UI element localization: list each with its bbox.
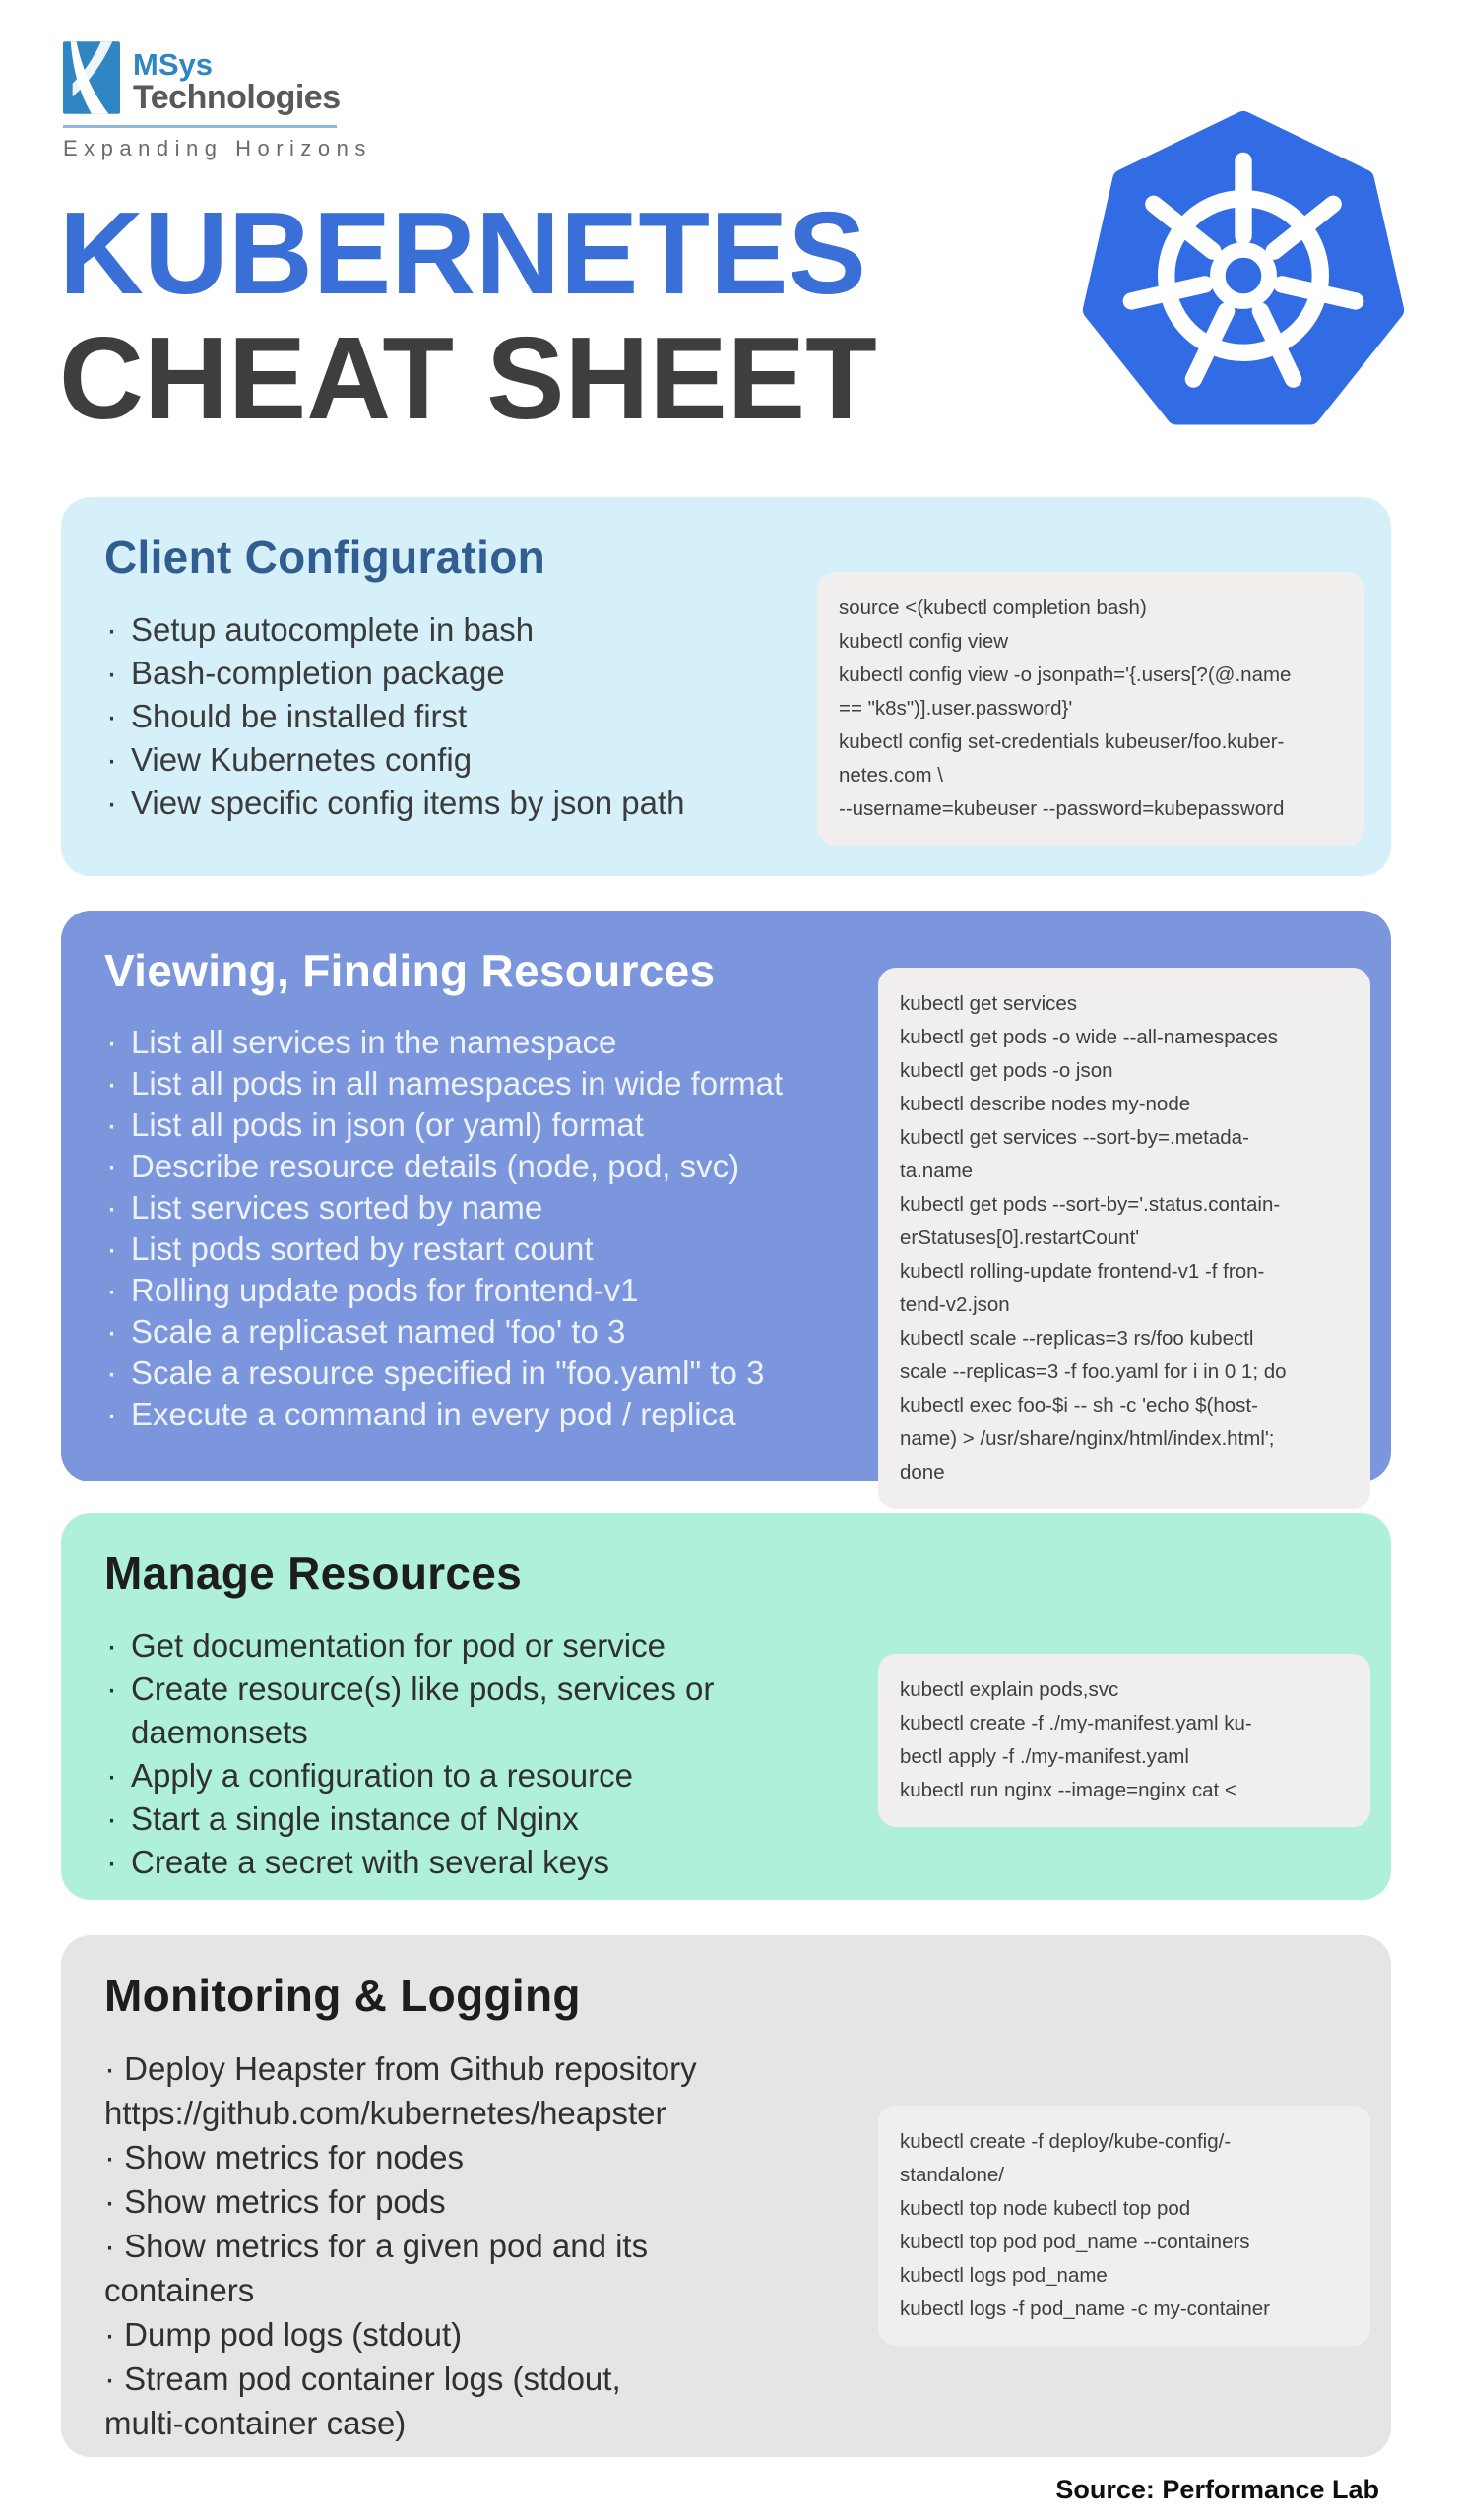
list-item: View specific config items by json path [104,782,1391,825]
list-item: Show metrics for a given pod and its con… [104,2224,1391,2312]
list-item: Should be installed first [104,695,1391,738]
page-title-line2: CHEAT SHEET [59,313,877,444]
sections-container: Client Configuration Setup autocomplete … [61,497,1391,2505]
section-title: Manage Resources [104,1547,523,1599]
code-block: kubectl create -f deploy/kube-config/- s… [878,2106,1370,2346]
company-name: MSys [133,47,213,82]
list-item: Show metrics for nodes [104,2135,1391,2179]
list-item: Create resource(s) like pods, services o… [104,1668,1391,1754]
list-item: List all pods in json (or yaml) format [104,1104,1391,1146]
code-block: kubectl get services kubectl get pods -o… [878,968,1370,1509]
list-item: List pods sorted by restart count [104,1228,1391,1270]
list-item: Create a secret with several keys [104,1841,1391,1884]
section-viewing-finding-resources: Viewing, Finding Resources List all serv… [61,911,1391,1509]
bullet-list: List all services in the namespace List … [104,1022,1391,1435]
list-item: Setup autocomplete in bash [104,608,1391,652]
msys-logo: MSys Technologies Expanding Horizons [63,41,372,161]
list-item: List all services in the namespace [104,1022,1391,1063]
list-item: Scale a replicaset named 'foo' to 3 [104,1311,1391,1353]
list-item: Dump pod logs (stdout) [104,2312,1391,2357]
msys-x-ribbon-icon [63,41,120,114]
page-title-line1: KUBERNETES [59,188,866,319]
company-name-2: Technologies [133,79,341,116]
list-item: Execute a command in every pod / replica [104,1394,1391,1435]
source-credit: Source: Performance Lab [1055,2475,1379,2504]
kubernetes-logo-icon [1082,110,1405,425]
list-item: Show metrics for pods [104,2179,1391,2224]
bullet-list: Get documentation for pod or service Cre… [104,1624,1391,1884]
logo-tagline: Expanding Horizons [63,136,372,161]
section-title: Client Configuration [104,532,546,583]
section-monitoring-logging: Monitoring & Logging Deploy Heapster fro… [61,1935,1391,2457]
section-title: Monitoring & Logging [104,1970,581,2021]
list-item: Bash-completion package [104,652,1391,695]
list-item: Describe resource details (node, pod, sv… [104,1146,1391,1187]
code-block: kubectl explain pods,svc kubectl create … [878,1654,1370,1827]
section-client-configuration: Client Configuration Setup autocomplete … [61,497,1391,876]
list-item: List all pods in all namespaces in wide … [104,1063,1391,1104]
list-item: Stream pod container logs (stdout, multi… [104,2357,1391,2445]
logo-divider [63,125,337,129]
list-item: Deploy Heapster from Github repository h… [104,2047,1391,2135]
bullet-list: Deploy Heapster from Github repository h… [104,2047,1391,2445]
list-item: Apply a configuration to a resource [104,1754,1391,1797]
list-item: Scale a resource specified in "foo.yaml"… [104,1353,1391,1394]
code-block: source <(kubectl completion bash) kubect… [817,572,1364,846]
list-item: Get documentation for pod or service [104,1624,1391,1668]
list-item: Rolling update pods for frontend-v1 [104,1270,1391,1311]
list-item: View Kubernetes config [104,738,1391,782]
section-title: Viewing, Finding Resources [104,945,716,996]
bullet-list: Setup autocomplete in bash Bash-completi… [104,608,1391,825]
page-title: KUBERNETES CHEAT SHEET [59,195,877,437]
list-item: List services sorted by name [104,1187,1391,1228]
list-item: Start a single instance of Nginx [104,1797,1391,1841]
section-manage-resources: Manage Resources Get documentation for p… [61,1513,1391,1900]
